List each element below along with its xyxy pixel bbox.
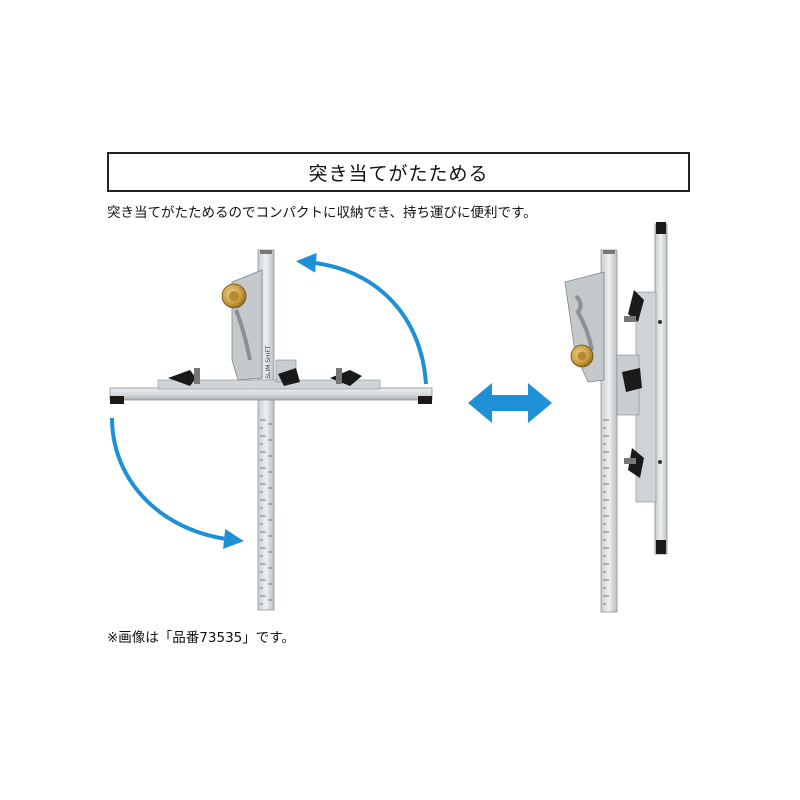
black-knob-right-3 xyxy=(624,448,644,478)
ruler-ticks xyxy=(260,419,272,605)
rotate-arrow-top-icon xyxy=(296,252,428,385)
heading-text: 突き当てがたためる xyxy=(308,162,489,185)
folded-end-cap-bottom xyxy=(656,540,666,554)
ruler-ticks-right xyxy=(603,419,609,605)
heading-box: 突き当てがたためる xyxy=(107,152,690,192)
swap-double-arrow-icon xyxy=(468,383,552,423)
rotate-arrow-bottom-icon xyxy=(110,417,244,549)
black-knob-left-2 xyxy=(330,368,362,386)
unfolded-tool: SLIDE SLIM SHIFT xyxy=(109,249,433,611)
base-end-cap-left xyxy=(110,396,124,404)
description-text: 突き当てがたためるのでコンパクトに収納でき、持ち運びに便利です。 xyxy=(107,205,537,221)
folded-base-bar xyxy=(654,223,668,555)
folded-tool xyxy=(564,222,668,613)
note-text: ※画像は「品番73535」です。 xyxy=(107,630,295,646)
black-knob-left-1 xyxy=(168,368,200,386)
black-knob-right-1 xyxy=(624,290,644,322)
product-label-left: SLIDE SLIM SHIFT xyxy=(265,345,272,398)
black-knob-right-2 xyxy=(622,368,642,392)
base-end-cap-right xyxy=(418,396,432,404)
black-knob-left-3 xyxy=(278,368,300,386)
base-bar xyxy=(109,387,433,401)
folded-end-cap-top xyxy=(656,222,666,234)
